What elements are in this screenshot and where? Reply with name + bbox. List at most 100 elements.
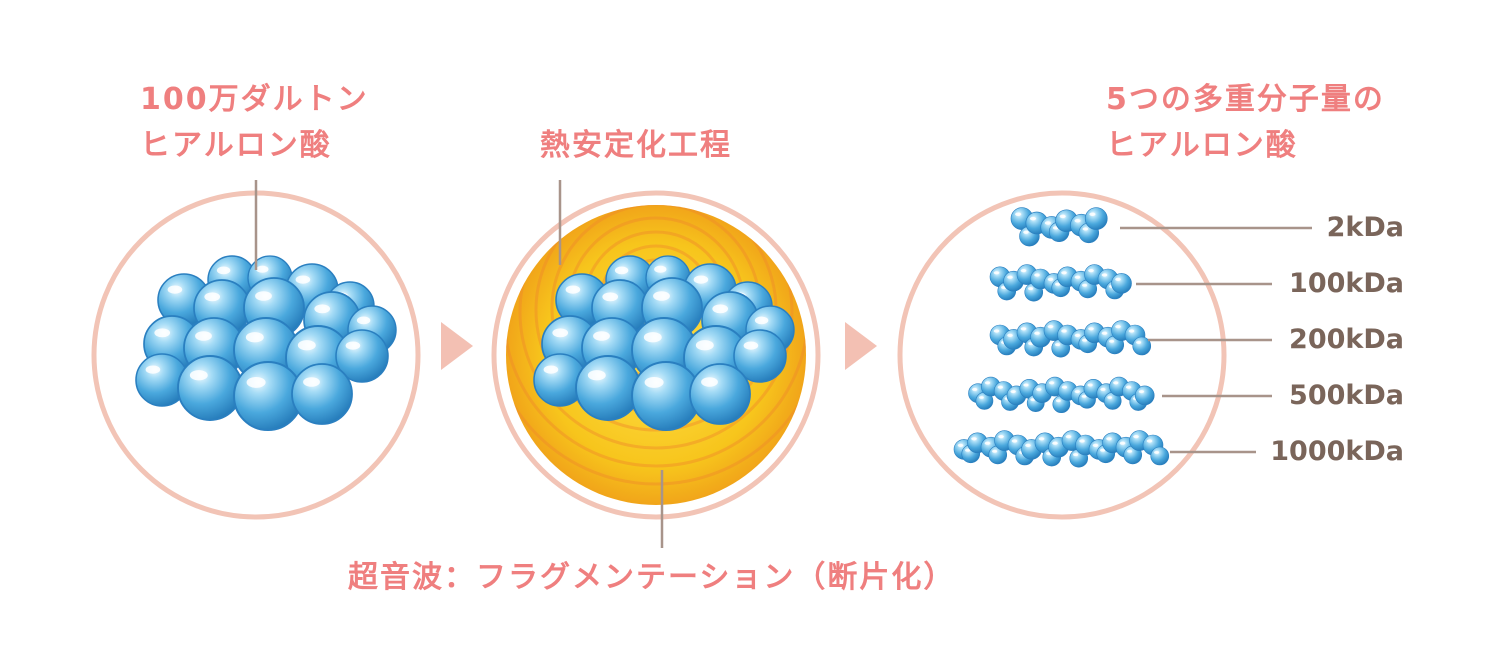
bubble-highlight (1010, 390, 1016, 394)
bubble-highlight (1146, 439, 1153, 443)
bubble-highlight (1100, 448, 1106, 452)
bubble (1084, 207, 1108, 230)
bubble-highlight (1089, 212, 1096, 216)
bubble-highlight (984, 441, 991, 445)
bubble-highlight (992, 449, 998, 453)
bubble-highlight (1107, 396, 1113, 399)
bubble-highlight (195, 331, 212, 341)
bubble-highlight (1007, 275, 1013, 279)
bubble-highlight (1038, 437, 1045, 441)
bubble-highlight (256, 265, 269, 273)
bubble-highlight (1047, 277, 1054, 281)
bubble-highlight (1136, 340, 1142, 344)
bubble-highlight (1052, 226, 1059, 230)
bubble-highlight (1044, 221, 1051, 225)
bubble-highlight (1119, 441, 1126, 445)
bubble-chains (953, 207, 1170, 468)
bubble-highlight (754, 316, 769, 325)
bubble-highlight (1028, 287, 1034, 291)
heat-stripe (506, 205, 806, 468)
bubble-highlight (1020, 327, 1027, 331)
bubble-highlight (965, 448, 971, 452)
bubble-highlight (979, 396, 984, 399)
bubble-highlight (957, 443, 964, 447)
bubble-highlight (543, 365, 559, 374)
bubble-highlight (695, 340, 714, 351)
bubble-highlight (145, 365, 161, 374)
bubble-highlight (971, 437, 977, 441)
bubble-highlight (1007, 333, 1013, 337)
bubble (1134, 385, 1155, 406)
bubble-highlight (643, 332, 662, 343)
heat-stripe (506, 205, 806, 486)
bubble-highlight (972, 387, 978, 391)
bubble-highlight (1092, 443, 1099, 447)
bubble-highlight (1127, 449, 1133, 453)
bubble-highlight (1115, 277, 1121, 281)
arrow-right-icon (845, 322, 877, 370)
bubble-highlight (1113, 381, 1119, 385)
bubble-highlight (314, 304, 331, 314)
bubble-highlight (743, 341, 759, 350)
bubble (1150, 446, 1170, 466)
bubble-highlight (614, 266, 629, 275)
bubble (1111, 273, 1132, 294)
label-after-line1: 5つの多重分子量の (1106, 82, 1385, 117)
bubble-highlight (1030, 398, 1036, 402)
bubble-highlight (1055, 399, 1061, 403)
bubble-highlight (1115, 325, 1121, 329)
bubble-highlight (1154, 450, 1160, 454)
bubble-highlight (1074, 219, 1081, 223)
bubble-highlight (1065, 435, 1072, 439)
bubble-highlight (1052, 441, 1058, 445)
bubble-highlight (295, 275, 311, 284)
bubble-highlight (1047, 325, 1054, 329)
bubble-highlight (1061, 271, 1067, 275)
bubble-highlight (1011, 439, 1018, 443)
bubble-highlight (1020, 269, 1027, 273)
bubble-highlight (998, 435, 1004, 439)
weight-label: 100kDa (1289, 268, 1404, 299)
bubble (689, 363, 751, 425)
bubble-highlight (593, 331, 610, 341)
bubble-highlight (1034, 331, 1040, 335)
bubble-highlight (1087, 383, 1093, 387)
bubble-highlight (1023, 383, 1029, 387)
bubble-highlight (167, 285, 183, 294)
weight-label: 2kDa (1326, 212, 1404, 243)
bubble-highlight (1138, 390, 1145, 394)
bubble-highlight (1061, 385, 1068, 389)
bubble-highlight (345, 341, 361, 350)
bubble-highlight (653, 291, 670, 301)
label-before-line1: 100万ダルトン (140, 82, 369, 117)
weight-label: 500kDa (1289, 380, 1404, 411)
bubble-highlight (993, 329, 1000, 333)
bubble-highlight (1029, 216, 1037, 221)
bubble-highlight (1059, 214, 1066, 219)
bubble-highlight (297, 340, 316, 351)
bubble-highlight (1082, 283, 1088, 287)
bubble-highlight (1055, 282, 1061, 286)
label-after-line2: ヒアルロン酸 (1106, 128, 1298, 163)
bubble-highlight (644, 376, 664, 388)
bubble-highlight (255, 291, 272, 301)
bubble-highlight (1081, 395, 1087, 398)
bubble-highlight (1088, 327, 1094, 331)
bubble-highlight (984, 381, 991, 385)
bubble-highlight (552, 328, 569, 338)
bubble-highlight (712, 304, 729, 314)
bubble-highlight (1082, 227, 1089, 231)
bubble (291, 363, 353, 425)
label-heat-process: 熱安定化工程 (540, 128, 732, 163)
label-before-line2: ヒアルロン酸 (140, 128, 332, 163)
bubble-highlight (1079, 439, 1085, 443)
bubble (177, 355, 243, 421)
bubble-highlight (216, 266, 231, 275)
bubble-highlight (1128, 329, 1135, 333)
bubble-highlight (189, 370, 208, 381)
bubble-highlight (602, 292, 619, 302)
bubble-highlight (997, 385, 1003, 389)
bubble-cluster-heated (533, 255, 795, 432)
arrow-right-icon (441, 322, 473, 370)
